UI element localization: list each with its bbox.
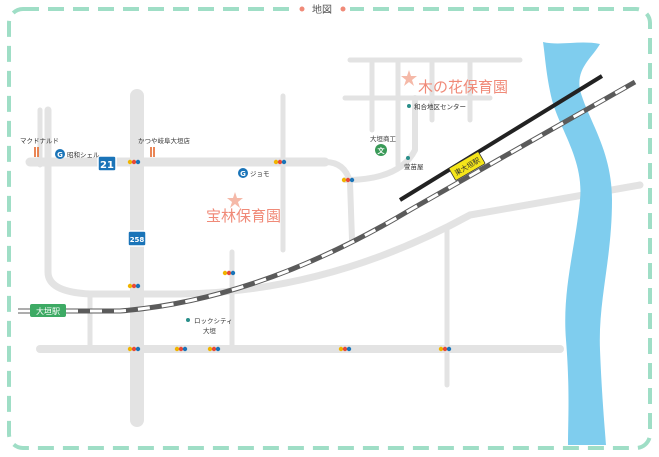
signal-icon (341, 177, 355, 183)
route-sign-21: 21 (97, 155, 117, 172)
nursery-konohana: 木の花保育園 (401, 70, 508, 96)
gas-station-icon (238, 168, 248, 178)
svg-text:G: G (240, 170, 246, 178)
svg-text:文: 文 (378, 146, 386, 155)
landmark-jomo-label: ジョモ (250, 170, 270, 178)
signal-icon (127, 159, 141, 165)
roads (25, 57, 644, 427)
landmark-wagodistrict: 和合地区センター (407, 102, 466, 111)
rail-meitetsu (398, 74, 604, 202)
railways (18, 74, 637, 314)
marker-dot-icon (186, 318, 190, 322)
fork-knife-icon (34, 147, 39, 157)
signal-icon (127, 283, 141, 289)
road-ne-curve (342, 95, 418, 183)
fork-knife-icon (150, 147, 155, 157)
road-east-branch (322, 159, 355, 243)
station-ogaki: 大垣駅 (30, 304, 66, 317)
route-sign-21-label: 21 (100, 160, 114, 171)
signal-icon (174, 346, 188, 352)
marker-dot-icon (407, 104, 411, 108)
gas-station-icon (55, 149, 65, 159)
rail-jr-dash (18, 80, 636, 313)
title-dot-left (299, 6, 305, 12)
route-sign-258: 258 (127, 230, 147, 247)
route-sign-258-label: 258 (130, 236, 145, 244)
landmark-lockcity: ロックシティ 大垣 (186, 317, 233, 335)
nursery-horin-label: 宝林保育園 (206, 207, 281, 225)
signal-icon (222, 270, 236, 276)
signal-icon (338, 346, 352, 352)
landmark-wagodistrict-label: 和合地区センター (414, 102, 466, 111)
landmark-katsuya-label: かつや岐阜大垣店 (138, 136, 191, 145)
nursery-konohana-label: 木の花保育園 (418, 78, 508, 96)
landmark-jomo: G ジョモ (238, 168, 270, 178)
title-backdrop (290, 0, 350, 16)
signal-icon (127, 346, 141, 352)
signal-icon (438, 346, 452, 352)
title-dot-right (340, 6, 346, 12)
station-ogaki-label: 大垣駅 (36, 306, 60, 316)
landmark-ogaki-commercial: 大垣商工 文 (370, 134, 397, 156)
landmark-mcdonalds-label: マクドナルド (20, 137, 59, 145)
svg-text:G: G (57, 151, 63, 159)
signal-icon (207, 346, 221, 352)
star-icon (401, 70, 417, 86)
landmark-katsuya: かつや岐阜大垣店 (138, 136, 191, 157)
page-title: 地図 (312, 3, 332, 16)
school-icon (375, 144, 387, 156)
nursery-horin: 宝林保育園 (206, 192, 281, 225)
landmark-kanki-label: 萱苗屋 (404, 162, 424, 171)
star-icon (227, 192, 243, 208)
landmark-showa-shell-label: 昭和シェル (67, 150, 100, 159)
landmark-mcdonalds: マクドナルド (20, 137, 59, 157)
landmark-ogaki-commercial-label: 大垣商工 (370, 134, 397, 143)
signal-icon (273, 159, 287, 165)
landmark-kanki: 萱苗屋 (404, 156, 424, 171)
river (543, 42, 612, 445)
landmark-lockcity-label2: 大垣 (203, 326, 217, 335)
landmark-showa-shell: G 昭和シェル (55, 149, 100, 159)
traffic-lights (127, 159, 452, 352)
landmark-lockcity-label: ロックシティ (194, 317, 233, 325)
marker-dot-icon (406, 156, 410, 160)
